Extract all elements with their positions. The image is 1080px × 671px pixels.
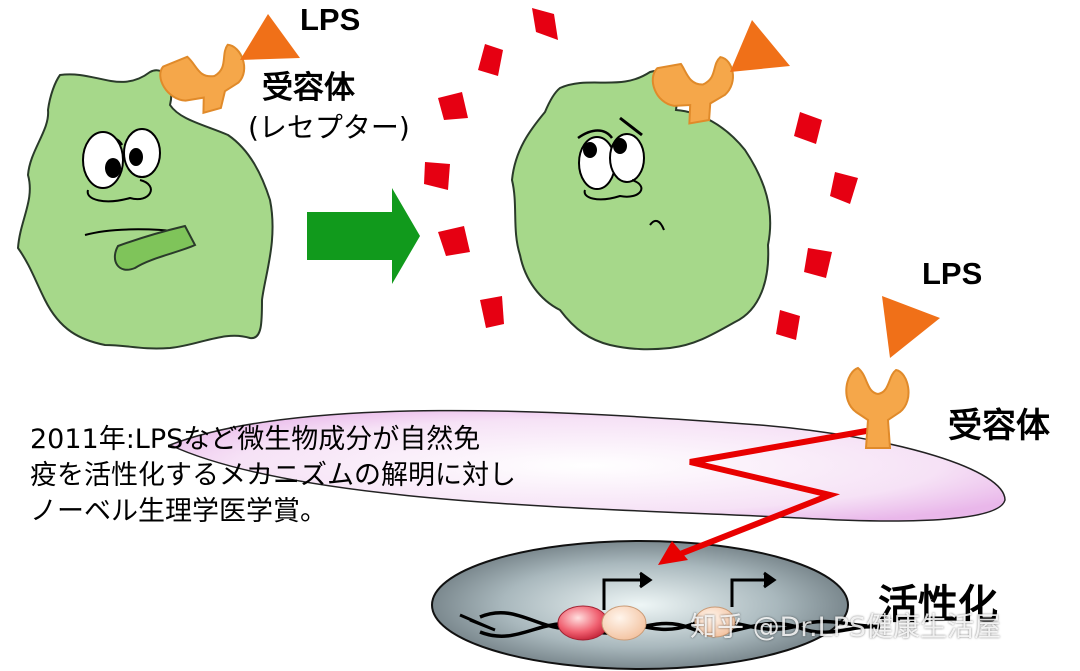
lps-ligand-right-icon (882, 296, 940, 358)
lps-label-top: LPS (300, 2, 361, 37)
nobel-note-line-1: 2011年:LPSなど微生物成分が自然免 (30, 424, 481, 455)
receptor-top-icon (159, 43, 246, 115)
activation-label: 活性化 (878, 582, 998, 628)
signal-arrow (658, 427, 873, 565)
nobel-note-line-2: 疫を活性化するメカニズムの解明に対し (30, 460, 516, 491)
transcription-arrow (602, 571, 777, 610)
nobel-note-line-3: ノーベル生理学医学賞。 (30, 496, 327, 527)
nucleus (431, 540, 849, 670)
nobel-note: 2011年:LPSなど微生物成分が自然免 疫を活性化するメカニズムの解明に対し … (30, 422, 590, 530)
transcription-factor-peach (601, 605, 647, 641)
macrophage-activated (510, 69, 772, 351)
transcription-factor-peach-2 (694, 606, 736, 638)
danger-signal-shards (424, 8, 858, 340)
dna-strand (459, 610, 881, 638)
macrophage-resting (16, 69, 274, 350)
receptor-kana-label: (レセプター) (248, 111, 410, 144)
lps-ligand-mid-icon (730, 20, 790, 72)
receptor-mid-icon (651, 56, 734, 125)
receptor-label-top: 受容体 (262, 70, 355, 106)
lps-ligand-top-icon (240, 14, 300, 60)
watermark: 知乎 @Dr.LPS健康生活屋 (690, 612, 1002, 643)
lps-label-right: LPS (922, 256, 983, 291)
transcription-factor-red (557, 605, 609, 641)
receptor-right-icon (845, 366, 910, 449)
transition-arrow-icon (307, 188, 420, 284)
receptor-label-right: 受容体 (948, 406, 1050, 446)
cell-membrane (168, 409, 1006, 522)
